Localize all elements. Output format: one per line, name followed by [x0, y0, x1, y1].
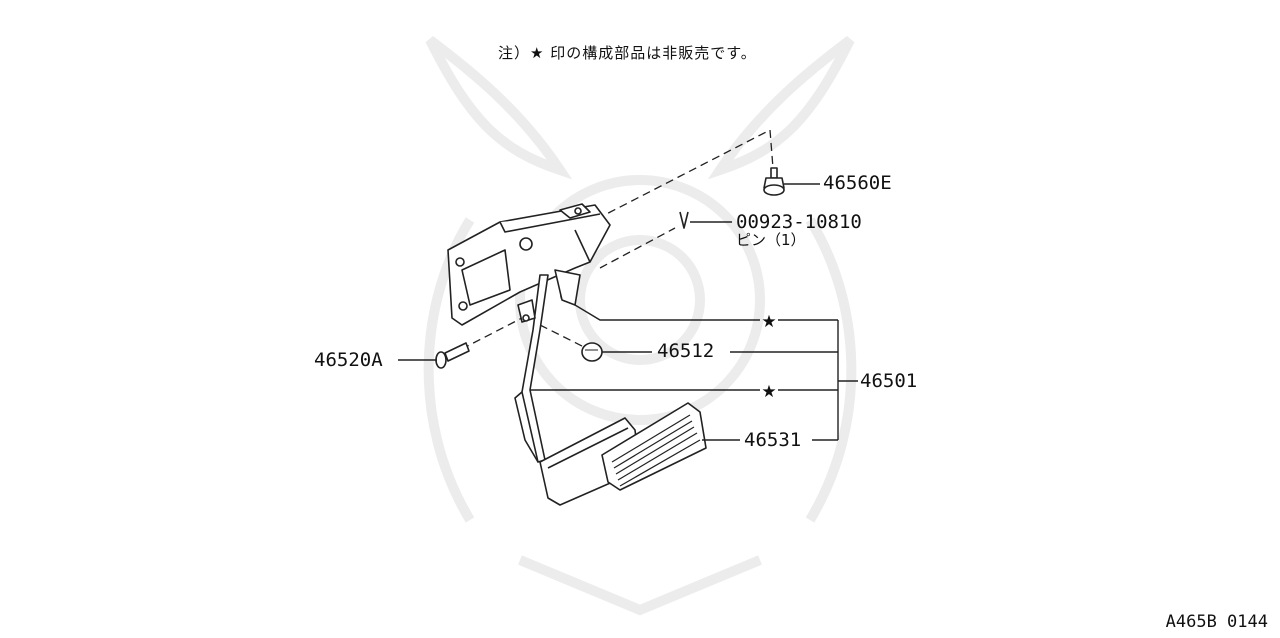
- watermark-emblem: [423, 36, 857, 616]
- pedal-bracket: [447, 203, 611, 326]
- part-label-46512[interactable]: 46512: [657, 340, 715, 362]
- part-label-pin: ピン（1）: [736, 231, 806, 249]
- part-label-00923-10810[interactable]: 00923-10810: [736, 211, 862, 233]
- pedal-drawing: [435, 129, 785, 506]
- bolt-46560e: [763, 167, 785, 196]
- pedal-pad: [601, 402, 707, 491]
- part-label-46531[interactable]: 46531: [744, 429, 802, 451]
- star-marker-lower: ★: [761, 382, 776, 402]
- non-sale-note: 注）★ 印の構成部品は非販売です。: [498, 44, 757, 62]
- leader-lines: [398, 183, 858, 441]
- part-label-46560e[interactable]: 46560E: [823, 172, 892, 194]
- star-marker-upper: ★: [761, 312, 776, 332]
- drawing-code: A465B 0144: [1165, 612, 1268, 632]
- pin-00923: [679, 211, 689, 229]
- part-label-46520a[interactable]: 46520A: [314, 349, 383, 371]
- stopper-46512: [581, 342, 603, 362]
- bolt-46520a: [435, 342, 470, 369]
- part-label-46501[interactable]: 46501: [860, 370, 918, 392]
